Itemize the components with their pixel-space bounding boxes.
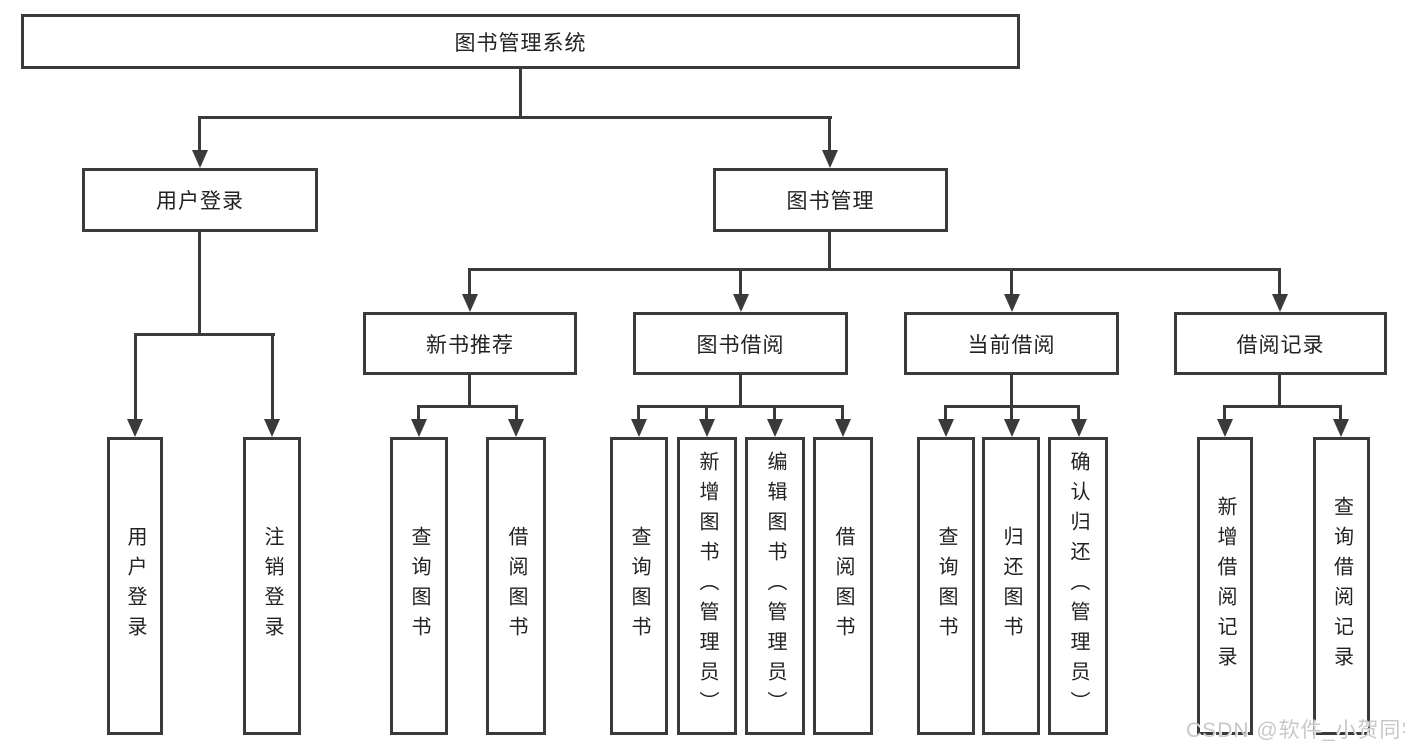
leaf-add-books-admin: 新增图书（管理员）	[677, 437, 737, 735]
arrowhead	[1272, 294, 1288, 312]
leaf-confirm-return-admin: 确认归还（管理员）	[1048, 437, 1108, 735]
leaf-add-borrow-record: 新增借阅记录	[1197, 437, 1253, 735]
leaf-label: 新增图书（管理员）	[696, 451, 718, 721]
arrowhead	[192, 150, 208, 168]
leaf-return-books: 归还图书	[982, 437, 1040, 735]
connector-to-leaf	[637, 405, 640, 423]
arrowhead	[1333, 419, 1349, 437]
node-library-management-system: 图书管理系统	[21, 14, 1020, 69]
connector-split	[1223, 405, 1341, 408]
leaf-label: 确认归还（管理员）	[1067, 451, 1089, 721]
node-current-borrow: 当前借阅	[904, 312, 1119, 375]
leaf-label: 查询借阅记录	[1330, 496, 1353, 676]
connector-to-leaf	[1077, 405, 1080, 423]
node-label: 图书管理	[786, 190, 875, 213]
connector-split	[417, 405, 518, 408]
leaf-label: 注销登录	[261, 526, 283, 646]
connector-level2-split	[468, 268, 1281, 271]
arrowhead	[411, 419, 427, 437]
connector-to-leaf	[773, 405, 776, 423]
node-book-management: 图书管理	[713, 168, 948, 232]
node-user-login: 用户登录	[82, 168, 318, 232]
arrowhead	[835, 419, 851, 437]
connector-drop	[1278, 375, 1281, 407]
node-label: 当前借阅	[967, 333, 1056, 357]
connector-to-leaf	[1339, 405, 1342, 423]
connector-to-leaf	[841, 405, 844, 423]
connector-drop	[468, 375, 471, 407]
connector-drop	[1010, 375, 1013, 407]
connector-level1-split	[198, 116, 832, 119]
connector-drop	[739, 375, 742, 407]
node-book-borrow: 图书借阅	[633, 312, 848, 375]
leaf-label: 归还图书	[1000, 526, 1022, 646]
connector-book-mgmt-drop	[828, 232, 831, 270]
leaf-label: 编辑图书（管理员）	[764, 451, 786, 721]
leaf-label: 用户登录	[124, 526, 146, 646]
leaf-label: 查询图书	[408, 526, 430, 646]
leaf-logout: 注销登录	[243, 437, 301, 735]
connector-user-login-drop	[198, 232, 201, 335]
node-label: 新书推荐	[426, 333, 514, 357]
node-label: 图书借阅	[696, 333, 785, 357]
connector-to-book-management	[828, 116, 831, 152]
arrowhead	[938, 419, 954, 437]
leaf-edit-books-admin: 编辑图书（管理员）	[745, 437, 805, 735]
connector-to-user-login	[198, 116, 201, 152]
connector-root-trunk	[519, 69, 522, 117]
connector-to-borrow-records	[1278, 268, 1281, 296]
leaf-query-books-recommend: 查询图书	[390, 437, 448, 735]
leaf-query-books-current: 查询图书	[917, 437, 975, 735]
connector-to-current-borrow	[1010, 268, 1013, 296]
connector-split	[637, 405, 844, 408]
arrowhead	[822, 150, 838, 168]
arrowhead	[127, 419, 143, 437]
connector-to-new-book	[468, 268, 471, 296]
arrowhead	[1217, 419, 1233, 437]
node-borrow-records: 借阅记录	[1174, 312, 1387, 375]
node-label: 借阅记录	[1236, 333, 1325, 357]
arrowhead	[767, 419, 783, 437]
node-new-book-recommend: 新书推荐	[363, 312, 577, 375]
leaf-query-borrow-record: 查询借阅记录	[1313, 437, 1370, 735]
csdn-watermark: CSDN @软件_小贺同学	[1186, 719, 1405, 742]
arrowhead	[1004, 419, 1020, 437]
leaf-borrow-books-recommend: 借阅图书	[486, 437, 546, 735]
connector-to-leaf	[944, 405, 947, 423]
leaf-query-books-borrow: 查询图书	[610, 437, 668, 735]
connector-to-leaf	[515, 405, 518, 423]
connector-to-leaf	[271, 333, 274, 421]
leaf-label: 借阅图书	[832, 526, 854, 646]
arrowhead	[631, 419, 647, 437]
node-label: 用户登录	[156, 190, 244, 213]
leaf-label: 新增借阅记录	[1214, 496, 1236, 676]
node-label: 图书管理系统	[454, 31, 587, 55]
arrowhead	[699, 419, 715, 437]
connector-to-book-borrow	[739, 268, 742, 296]
arrowhead	[733, 294, 749, 312]
arrowhead	[264, 419, 280, 437]
leaf-label: 借阅图书	[505, 526, 527, 646]
connector-to-leaf	[1010, 405, 1013, 423]
arrowhead	[508, 419, 524, 437]
arrowhead	[1004, 294, 1020, 312]
connector-to-leaf	[705, 405, 708, 423]
arrowhead	[1071, 419, 1087, 437]
connector-to-leaf	[417, 405, 420, 423]
connector-to-leaf	[1223, 405, 1226, 423]
arrowhead	[462, 294, 478, 312]
leaf-label: 查询图书	[628, 526, 650, 646]
leaf-user-login: 用户登录	[107, 437, 163, 735]
connector-user-login-split	[134, 333, 275, 336]
leaf-label: 查询图书	[935, 526, 957, 646]
connector-to-leaf	[134, 333, 137, 421]
leaf-borrow-books: 借阅图书	[813, 437, 873, 735]
